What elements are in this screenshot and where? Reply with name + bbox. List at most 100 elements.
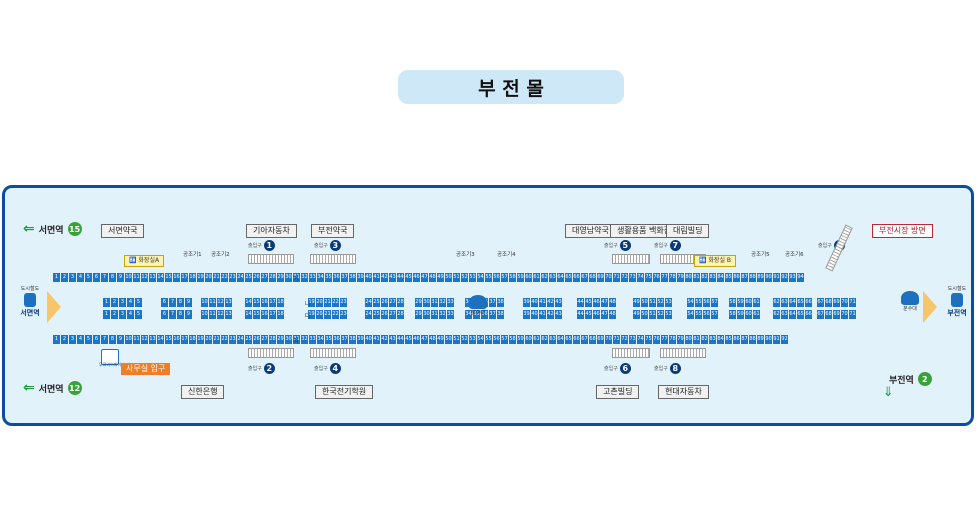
stall[interactable]: 36 [333, 335, 340, 344]
stall[interactable]: 11 [209, 298, 216, 307]
stall[interactable]: 7 [101, 335, 108, 344]
stall[interactable]: 4 [127, 298, 134, 307]
stall[interactable]: 72 [621, 273, 628, 282]
stall[interactable]: 63 [781, 298, 788, 307]
stall[interactable]: 67 [581, 335, 588, 344]
stall[interactable]: 78 [669, 273, 676, 282]
stall[interactable]: 43 [389, 273, 396, 282]
stall[interactable]: 31 [431, 298, 438, 307]
stall[interactable]: 18 [277, 298, 284, 307]
stall[interactable]: 81 [693, 273, 700, 282]
stall[interactable]: 44 [577, 310, 584, 319]
stall[interactable]: 5 [135, 298, 142, 307]
stall[interactable]: 25 [373, 310, 380, 319]
stall[interactable]: 1 [103, 298, 110, 307]
stall[interactable]: 25 [245, 335, 252, 344]
stall[interactable]: 69 [597, 335, 604, 344]
stall[interactable]: 57 [711, 298, 718, 307]
stall[interactable]: 22 [221, 335, 228, 344]
end-station-seomyeon[interactable]: 도시철도 서면역 [20, 286, 40, 317]
stall[interactable]: 92 [781, 335, 788, 344]
stall[interactable]: 85 [725, 273, 732, 282]
stall[interactable]: 7 [101, 273, 108, 282]
stall[interactable]: 46 [593, 298, 600, 307]
stall[interactable]: 28 [397, 310, 404, 319]
stall[interactable]: 70 [841, 298, 848, 307]
stall[interactable]: 19 [308, 298, 315, 307]
stall[interactable]: 49 [437, 335, 444, 344]
stall[interactable]: 18 [277, 310, 284, 319]
stall[interactable]: 27 [389, 298, 396, 307]
stall[interactable]: 16 [173, 335, 180, 344]
stall[interactable]: 3 [119, 298, 126, 307]
stall[interactable]: 53 [665, 310, 672, 319]
stall[interactable]: 2 [111, 310, 118, 319]
stall[interactable]: 40 [365, 335, 372, 344]
stall[interactable]: 29 [415, 298, 422, 307]
stall[interactable]: 71 [849, 298, 856, 307]
stall[interactable]: 58 [729, 310, 736, 319]
stall[interactable]: 89 [757, 335, 764, 344]
stall[interactable]: 12 [217, 298, 224, 307]
stall[interactable]: 56 [703, 310, 710, 319]
stall[interactable]: 38 [497, 298, 504, 307]
stall[interactable]: 45 [585, 298, 592, 307]
stall[interactable]: 60 [745, 298, 752, 307]
stall[interactable]: 28 [269, 273, 276, 282]
stall[interactable]: 36 [333, 273, 340, 282]
stall[interactable]: 29 [415, 310, 422, 319]
stall[interactable]: 66 [805, 310, 812, 319]
stall[interactable]: 73 [629, 335, 636, 344]
stall[interactable]: 92 [781, 273, 788, 282]
stall[interactable]: 94 [797, 273, 804, 282]
stall[interactable]: 60 [525, 273, 532, 282]
stall[interactable]: 26 [253, 335, 260, 344]
stall[interactable]: 57 [501, 335, 508, 344]
stall[interactable]: 1 [53, 335, 60, 344]
stall[interactable]: 1 [53, 273, 60, 282]
stall[interactable]: 18 [189, 335, 196, 344]
stall[interactable]: 7 [169, 298, 176, 307]
stall[interactable]: 32 [439, 298, 446, 307]
stall[interactable]: 59 [737, 298, 744, 307]
stall[interactable]: 31 [293, 335, 300, 344]
stall[interactable]: 17 [181, 335, 188, 344]
stall[interactable]: 15 [165, 335, 172, 344]
stall[interactable]: 80 [685, 335, 692, 344]
stall[interactable]: 13 [149, 273, 156, 282]
stall[interactable]: 75 [645, 335, 652, 344]
stall[interactable]: 46 [413, 335, 420, 344]
stall[interactable]: 47 [601, 298, 608, 307]
stall[interactable]: 51 [649, 310, 656, 319]
stall[interactable]: 46 [593, 310, 600, 319]
stall[interactable]: 26 [381, 298, 388, 307]
stall[interactable]: 60 [525, 335, 532, 344]
stall[interactable]: 35 [325, 335, 332, 344]
station-bujeon-2[interactable]: 부전역 2 [889, 372, 932, 386]
stall[interactable]: 55 [485, 273, 492, 282]
stall[interactable]: 48 [429, 273, 436, 282]
stall[interactable]: 69 [833, 310, 840, 319]
stall[interactable]: 40 [365, 273, 372, 282]
stall[interactable]: 41 [539, 298, 546, 307]
stall[interactable]: 62 [773, 298, 780, 307]
stall[interactable]: 3 [119, 310, 126, 319]
stall[interactable]: 11 [133, 273, 140, 282]
stall[interactable]: 82 [701, 335, 708, 344]
stall[interactable]: 43 [555, 310, 562, 319]
stall[interactable]: 6 [161, 310, 168, 319]
stall[interactable]: 43 [555, 298, 562, 307]
stall[interactable]: 41 [373, 335, 380, 344]
stall[interactable]: 10 [125, 273, 132, 282]
stall[interactable]: 23 [340, 310, 347, 319]
stall[interactable]: 49 [633, 298, 640, 307]
stall[interactable]: 34 [317, 273, 324, 282]
stall[interactable]: 4 [77, 335, 84, 344]
stall[interactable]: 2 [61, 273, 68, 282]
stall[interactable]: 79 [677, 273, 684, 282]
stall[interactable]: 83 [709, 273, 716, 282]
stall[interactable]: 20 [316, 310, 323, 319]
end-station-bujeon[interactable]: 도시철도 부전역 [947, 286, 967, 317]
stall[interactable]: 50 [641, 310, 648, 319]
stall[interactable]: 8 [177, 298, 184, 307]
